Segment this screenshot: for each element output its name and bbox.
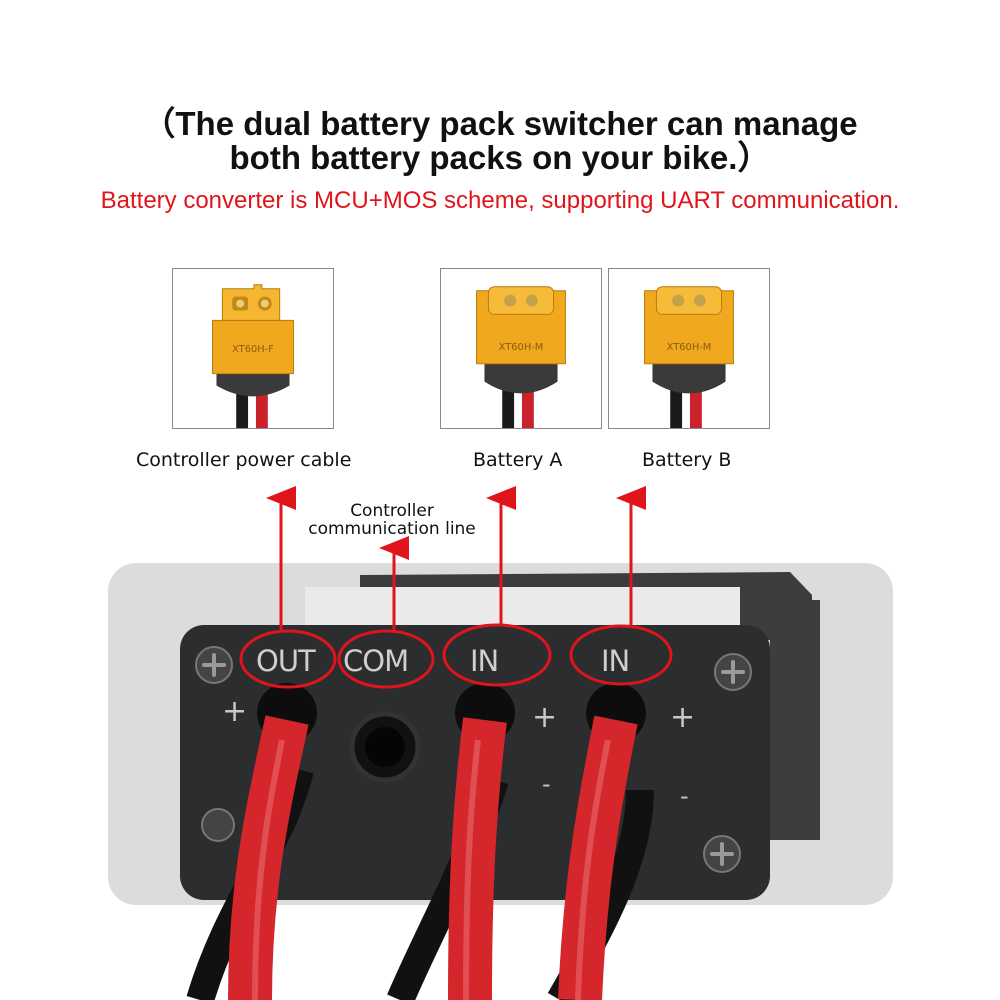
comm-line-label-2: communication line xyxy=(308,519,476,539)
port-label-com: COM xyxy=(343,644,409,678)
plus-mark-in-2: + xyxy=(670,700,696,735)
controller-power-cable-caption: Controller power cable xyxy=(136,449,352,471)
battery-a-caption: Battery A xyxy=(473,449,563,471)
port-label-in-1: IN xyxy=(470,644,499,678)
battery-b-connector-photo: XT60H-M xyxy=(608,268,770,429)
svg-text:XT60H-M: XT60H-M xyxy=(667,342,712,353)
plus-mark-out: + xyxy=(222,694,248,729)
controller-connector-photo: XT60H-F xyxy=(172,268,334,429)
battery-a-connector-photo: XT60H-M xyxy=(440,268,602,429)
headline-line-2: both battery packs on your bike.） xyxy=(229,139,771,176)
xt60-male-connector-a-image: XT60H-M xyxy=(476,286,566,428)
port-label-in-2: IN xyxy=(601,644,630,678)
svg-text:XT60H-M: XT60H-M xyxy=(499,342,544,353)
battery-b-caption: Battery B xyxy=(642,449,732,471)
comm-line-label-1: Controller xyxy=(350,501,434,521)
subtitle: Battery converter is MCU+MOS scheme, sup… xyxy=(100,187,900,214)
svg-text:XT60H-F: XT60H-F xyxy=(232,344,274,355)
xt60-female-connector-image: XT60H-F xyxy=(212,284,294,428)
headline-line-1: （The dual battery pack switcher can mana… xyxy=(142,105,858,142)
minus-mark-in-2: - xyxy=(680,782,689,810)
port-label-out: OUT xyxy=(256,644,316,678)
minus-mark-in-1: - xyxy=(542,770,551,798)
xt60-male-connector-b-image: XT60H-M xyxy=(644,286,734,428)
plus-mark-in-1: + xyxy=(532,700,558,735)
